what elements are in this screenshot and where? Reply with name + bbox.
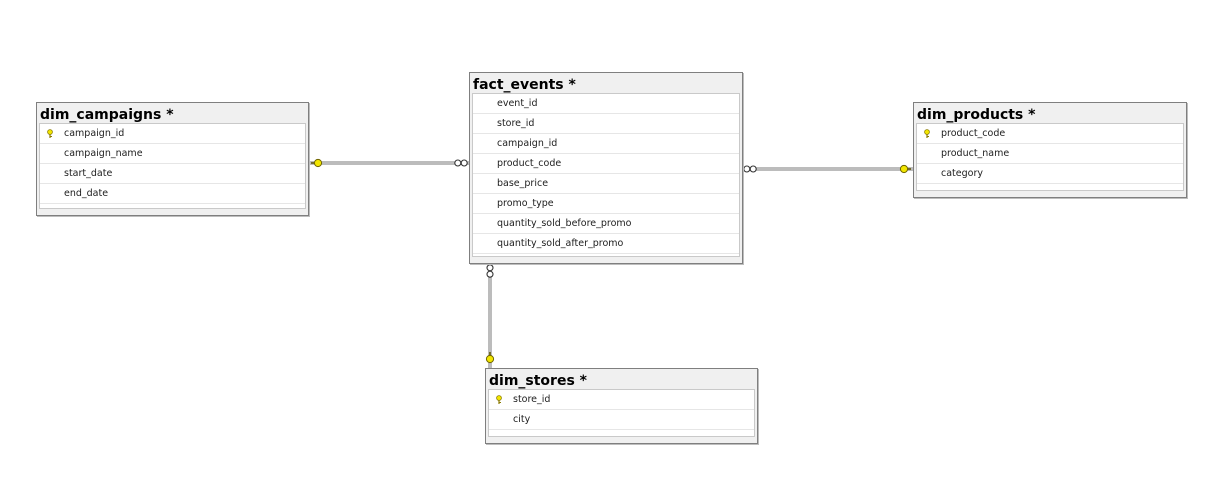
column-row[interactable]: promo_type: [473, 194, 739, 214]
column-name: product_code: [497, 158, 562, 169]
column-name: event_id: [497, 98, 538, 109]
column-row[interactable]: event_id: [473, 94, 739, 114]
column-name: store_id: [513, 394, 551, 405]
column-name: campaign_id: [497, 138, 558, 149]
one-end-key-icon: [485, 352, 495, 364]
relationship-events-products[interactable]: [743, 167, 913, 171]
relationship-campaigns-events[interactable]: [309, 161, 469, 165]
row-selector: [473, 114, 493, 133]
column-name: quantity_sold_after_promo: [497, 238, 624, 249]
row-selector: [473, 234, 493, 253]
column-row[interactable]: base_price: [473, 174, 739, 194]
column-row[interactable]: start_date: [40, 164, 305, 184]
many-end-icon: [743, 165, 751, 173]
one-end-key-icon: [311, 158, 323, 168]
column-row[interactable]: store_id: [473, 114, 739, 134]
column-name: quantity_sold_before_promo: [497, 218, 632, 229]
column-name: store_id: [497, 118, 535, 129]
row-selector: [40, 184, 60, 203]
row-selector: [473, 174, 493, 193]
column-list: campaign_id campaign_name start_date end_da…: [39, 123, 306, 209]
row-selector: [40, 164, 60, 183]
table-title: dim_products *: [917, 107, 1036, 123]
column-list: product_code product_name category: [916, 123, 1184, 191]
column-name: category: [941, 168, 983, 179]
column-name: promo_type: [497, 198, 554, 209]
row-selector: [917, 144, 937, 163]
row-selector: [473, 134, 493, 153]
row-selector: [489, 410, 509, 429]
many-end-icon: [460, 159, 468, 167]
column-row[interactable]: store_id: [489, 390, 754, 410]
column-name: end_date: [64, 188, 109, 199]
many-end-icon: [486, 270, 494, 278]
row-selector: [473, 214, 493, 233]
table-title: dim_stores *: [489, 373, 587, 389]
column-row[interactable]: campaign_id: [473, 134, 739, 154]
column-name: campaign_id: [64, 128, 125, 139]
table-dim-campaigns[interactable]: dim_campaigns * campaign_id campaign_name…: [36, 102, 309, 216]
table-title: fact_events *: [473, 77, 576, 93]
column-row[interactable]: product_code: [473, 154, 739, 174]
column-row[interactable]: quantity_sold_after_promo: [473, 234, 739, 254]
column-row[interactable]: campaign_name: [40, 144, 305, 164]
table-title: dim_campaigns *: [40, 107, 174, 123]
column-name: start_date: [64, 168, 113, 179]
one-end-key-icon: [899, 164, 911, 174]
many-end-icon: [454, 159, 462, 167]
row-selector: [473, 194, 493, 213]
primary-key-icon: [917, 124, 937, 143]
column-name: product_code: [941, 128, 1006, 139]
many-end-icon: [486, 264, 494, 272]
column-name: city: [513, 414, 531, 425]
column-name: product_name: [941, 148, 1010, 159]
column-row[interactable]: quantity_sold_before_promo: [473, 214, 739, 234]
column-row[interactable]: product_code: [917, 124, 1183, 144]
column-row[interactable]: category: [917, 164, 1183, 184]
relationship-events-stores[interactable]: [488, 264, 492, 368]
column-name: campaign_name: [64, 148, 143, 159]
table-fact-events[interactable]: fact_events * event_id store_id campaign_i…: [469, 72, 743, 264]
row-selector: [40, 144, 60, 163]
column-row[interactable]: campaign_id: [40, 124, 305, 144]
column-row[interactable]: city: [489, 410, 754, 430]
many-end-icon: [749, 165, 757, 173]
primary-key-icon: [40, 124, 60, 143]
column-row[interactable]: end_date: [40, 184, 305, 204]
column-name: base_price: [497, 178, 549, 189]
row-selector: [473, 94, 493, 113]
row-selector: [917, 164, 937, 183]
primary-key-icon: [489, 390, 509, 409]
row-selector: [473, 154, 493, 173]
column-row[interactable]: product_name: [917, 144, 1183, 164]
